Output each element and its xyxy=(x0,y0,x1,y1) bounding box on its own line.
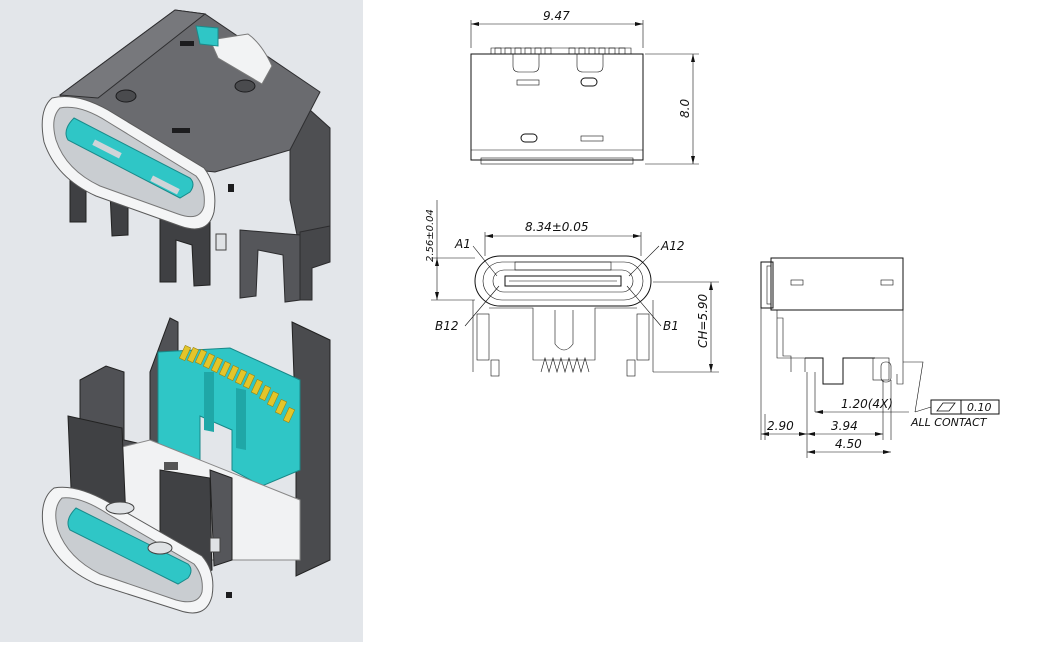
dim-3-94-label: 3.94 xyxy=(831,419,858,433)
dim-ch-label: CH=5.90 xyxy=(696,293,710,348)
connector-render-front xyxy=(41,9,331,303)
dim-offset-label: 2.56±0.04 xyxy=(425,209,436,262)
dim-4-50-label: 4.50 xyxy=(835,437,862,451)
side-view: 1.20(4X) 2.90 3.94 4.50 0.10 ALL CONTACT xyxy=(760,257,1000,458)
drawing-canvas: 9.47 8.0 xyxy=(425,9,1000,458)
engineering-drawing: 9.47 8.0 xyxy=(363,0,1039,642)
pin-label-a1: A1 xyxy=(454,237,471,251)
top-view: 9.47 8.0 xyxy=(470,9,699,165)
flatness-symbol-icon xyxy=(936,402,956,412)
dim-width-label: 9.47 xyxy=(543,9,570,23)
pin-label-a12: A12 xyxy=(660,239,684,253)
flatness-value-label: 0.10 xyxy=(967,401,992,414)
dim-opening-label: 8.34±0.05 xyxy=(525,220,589,234)
connector-renders xyxy=(41,9,331,614)
dim-height-label: 8.0 xyxy=(678,99,692,118)
front-view: 8.34±0.05 2.56±0.04 CH=5.90 A1 A12 B12 B… xyxy=(425,200,719,377)
pin-label-b1: B1 xyxy=(663,319,679,333)
rendering-panel xyxy=(0,0,363,642)
flatness-note-label: ALL CONTACT xyxy=(910,416,988,429)
dim-1-20-label: 1.20(4X) xyxy=(841,397,893,411)
pin-label-b12: B12 xyxy=(435,319,459,333)
dim-2-90-label: 2.90 xyxy=(767,419,794,433)
connector-render-open xyxy=(41,317,331,614)
